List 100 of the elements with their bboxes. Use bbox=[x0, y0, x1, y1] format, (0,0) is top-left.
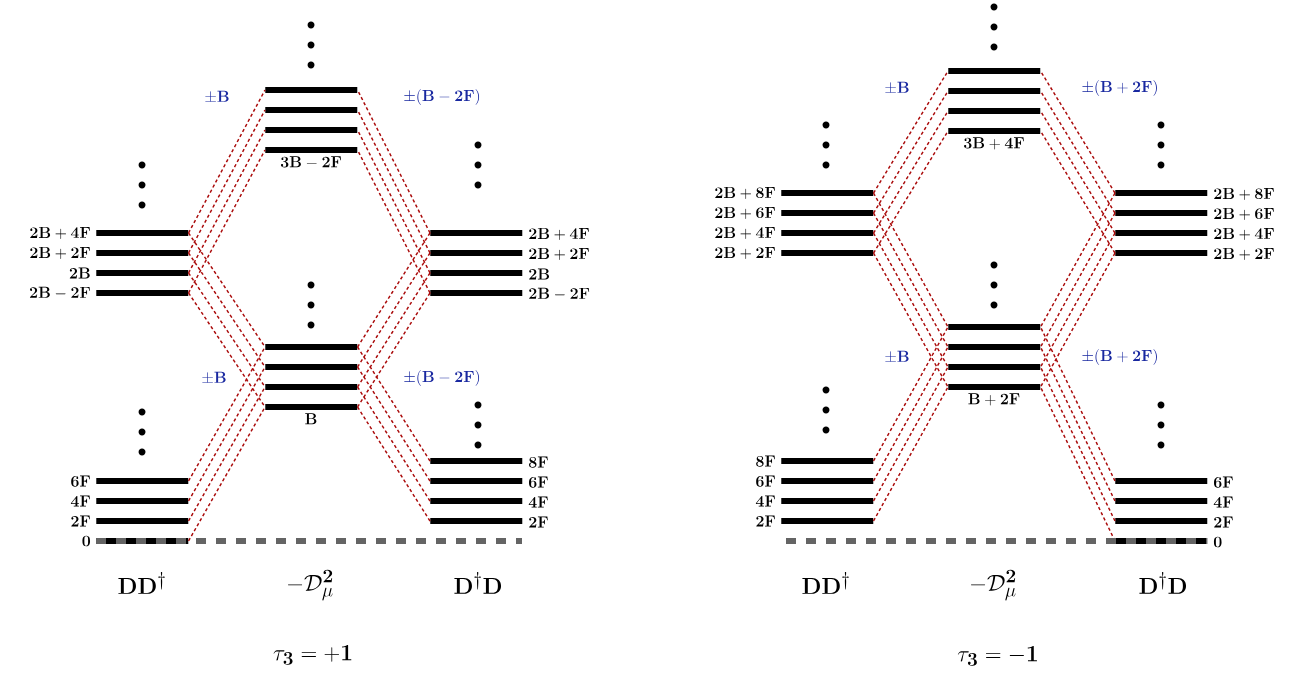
operator-label: $\mathbf{D}^{\dagger}\mathbf{D}$ bbox=[454, 571, 502, 594]
energy-level: $\mathbf{B}+\mathbf{2F}$ bbox=[948, 384, 1041, 406]
dashed-line bbox=[356, 232, 431, 348]
energy-level: $\mathbf{2B}+\mathbf{2F}$ bbox=[1115, 247, 1274, 261]
energy-level: $\mathbf{2F}$ bbox=[756, 515, 874, 527]
node-label: $\mathbf{2B}+\mathbf{8F}$ bbox=[1214, 187, 1274, 201]
node-label: $\mathbf{4F}$ bbox=[528, 496, 548, 508]
energy-level: $\mathbf{4F}$ bbox=[1115, 496, 1233, 508]
node-label: $\mathbf{2B}+\mathbf{2F}$ bbox=[715, 246, 775, 260]
operator-label: $\mathbf{D}^{\dagger}\mathbf{D}$ bbox=[1139, 571, 1186, 594]
energy-level: $\mathbf{2B}+\mathbf{4F}$ bbox=[715, 226, 874, 240]
splitting-label: $\pm\mathbf{B}$ bbox=[885, 350, 909, 362]
dashed-line bbox=[872, 346, 949, 482]
dashed-line bbox=[1039, 346, 1116, 502]
energy-level bbox=[948, 364, 1041, 370]
dashed-line bbox=[187, 406, 266, 542]
dashed-line bbox=[187, 109, 266, 254]
dashed-line bbox=[872, 326, 949, 462]
dashed-line bbox=[356, 149, 431, 294]
node-label: $\mathbf{2B}+\mathbf{2F}$ bbox=[1214, 247, 1274, 261]
node-label: $\mathbf{2B}+\mathbf{4F}$ bbox=[1214, 227, 1274, 241]
node-label: $\mathbf{8F}$ bbox=[529, 456, 548, 468]
dashed-line bbox=[187, 272, 266, 388]
dashed-line bbox=[872, 386, 949, 522]
node-label: $\mathbf{B}+\mathbf{2F}$ bbox=[968, 393, 1020, 406]
node-label: $\mathbf{2F}$ bbox=[529, 516, 548, 528]
energy-level: $\mathbf{2B}+\mathbf{2F}$ bbox=[430, 247, 589, 261]
dashed-line bbox=[356, 272, 431, 388]
dashed-line bbox=[872, 366, 949, 502]
energy-level: $\mathbf{4F}$ bbox=[430, 496, 548, 508]
dashed-line bbox=[187, 149, 266, 294]
dashed-line bbox=[187, 89, 266, 234]
energy-level: $\mathbf{3B}+\mathbf{4F}$ bbox=[948, 128, 1041, 150]
splitting-label: $\pm\mathbf{(B}-\mathbf{2F)}$ bbox=[404, 89, 480, 105]
energy-level: $\mathbf{2B}+\mathbf{6F}$ bbox=[715, 206, 874, 220]
energy-level bbox=[265, 344, 358, 350]
node-label: $\mathbf{2B}+\mathbf{6F}$ bbox=[1214, 207, 1274, 221]
node-label: $\mathbf{0}$ bbox=[1213, 536, 1222, 548]
splitting-label: $\pm\mathbf{B}$ bbox=[205, 90, 229, 102]
energy-level: $\mathbf{6F}$ bbox=[756, 475, 874, 487]
dashed-line bbox=[356, 346, 431, 462]
energy-level: $\mathbf{2F}$ bbox=[1115, 516, 1233, 528]
operator-label: $-\mathcal{D}_{\mu}^{\mathbf{2}}$ bbox=[288, 569, 333, 601]
energy-level: $\mathbf{3B}-\mathbf{2F}$ bbox=[265, 147, 358, 168]
dashed-line bbox=[1039, 70, 1116, 194]
splitting-label: $\pm\mathbf{(B}+\mathbf{2F)}$ bbox=[1082, 349, 1157, 365]
dashed-line bbox=[872, 70, 949, 194]
energy-level: $\mathbf{2B}+\mathbf{6F}$ bbox=[1115, 207, 1274, 221]
dashed-line bbox=[1039, 192, 1116, 328]
splitting-label: $\pm\mathbf{B}$ bbox=[885, 81, 909, 93]
energy-level: $\mathbf{2B}-\mathbf{2F}$ bbox=[30, 286, 189, 298]
dashed-line bbox=[356, 252, 431, 368]
dashed-line bbox=[872, 232, 949, 368]
energy-level: $\mathbf{2B}$ bbox=[69, 267, 189, 279]
energy-level bbox=[265, 364, 358, 370]
dashed-line bbox=[356, 89, 431, 234]
dashed-line bbox=[187, 366, 266, 502]
splitting-label: $\pm\mathbf{(B}-\mathbf{2F)}$ bbox=[404, 370, 480, 386]
energy-level: $\mathbf{4F}$ bbox=[755, 495, 874, 507]
splitting-label: $\pm\mathbf{(B}+\mathbf{2F)}$ bbox=[1082, 80, 1157, 96]
energy-level bbox=[265, 384, 358, 390]
node-label: $\mathbf{2B}+\mathbf{2F}$ bbox=[30, 246, 90, 260]
dashed-line bbox=[1039, 326, 1116, 482]
dashed-line bbox=[872, 212, 949, 348]
energy-level bbox=[948, 88, 1041, 94]
node-label: $\mathbf{4F}$ bbox=[1213, 496, 1233, 508]
dashed-line bbox=[356, 292, 431, 408]
node-label: $\mathbf{2B}+\mathbf{4F}$ bbox=[715, 226, 775, 240]
energy-level: $\mathbf{8F}$ bbox=[756, 455, 874, 467]
energy-level bbox=[948, 108, 1041, 114]
node-label: $\mathbf{2F}$ bbox=[756, 515, 775, 527]
dashed-line bbox=[1039, 130, 1116, 254]
energy-level: $\mathbf{6F}$ bbox=[1115, 476, 1233, 488]
node-label: $\mathbf{6F}$ bbox=[1214, 476, 1233, 488]
dashed-line bbox=[1039, 232, 1116, 368]
energy-level: $\mathbf{2B}+\mathbf{2F}$ bbox=[715, 246, 874, 260]
node-label: $\mathbf{3B}-\mathbf{2F}$ bbox=[280, 156, 342, 168]
node-label: $\mathbf{6F}$ bbox=[71, 475, 90, 487]
energy-level bbox=[265, 87, 358, 93]
energy-level: $\mathbf{2B}+\mathbf{4F}$ bbox=[30, 226, 189, 240]
energy-level: $\mathbf{0}$ bbox=[82, 535, 189, 547]
energy-level: $\mathbf{B}$ bbox=[265, 404, 358, 425]
dashed-line bbox=[1039, 212, 1116, 348]
panel-caption: $\tau_{\mathbf{3}}=\mathbf{+1}$ bbox=[273, 645, 352, 665]
dashed-line bbox=[356, 366, 431, 482]
node-label: $\mathbf{2F}$ bbox=[1214, 516, 1233, 528]
node-label: $\mathbf{2F}$ bbox=[71, 515, 90, 527]
node-label: $\mathbf{8F}$ bbox=[756, 455, 775, 467]
node-label: $\mathbf{6F}$ bbox=[529, 476, 548, 488]
energy-level: $\mathbf{2F}$ bbox=[430, 516, 548, 528]
energy-level bbox=[265, 127, 358, 133]
dashed-line bbox=[872, 130, 949, 254]
operator-label: $\mathbf{DD}^{\dagger}$ bbox=[118, 571, 165, 594]
dashed-line bbox=[187, 292, 266, 408]
operator-label: $-\mathcal{D}_{\mu}^{\mathbf{2}}$ bbox=[971, 569, 1016, 601]
energy-level: $\mathbf{2B}$ bbox=[430, 268, 550, 280]
energy-level bbox=[265, 107, 358, 113]
node-label: $\mathbf{2B}-\mathbf{2F}$ bbox=[529, 287, 590, 299]
node-label: $\mathbf{6F}$ bbox=[756, 475, 775, 487]
dashed-line bbox=[872, 90, 949, 214]
